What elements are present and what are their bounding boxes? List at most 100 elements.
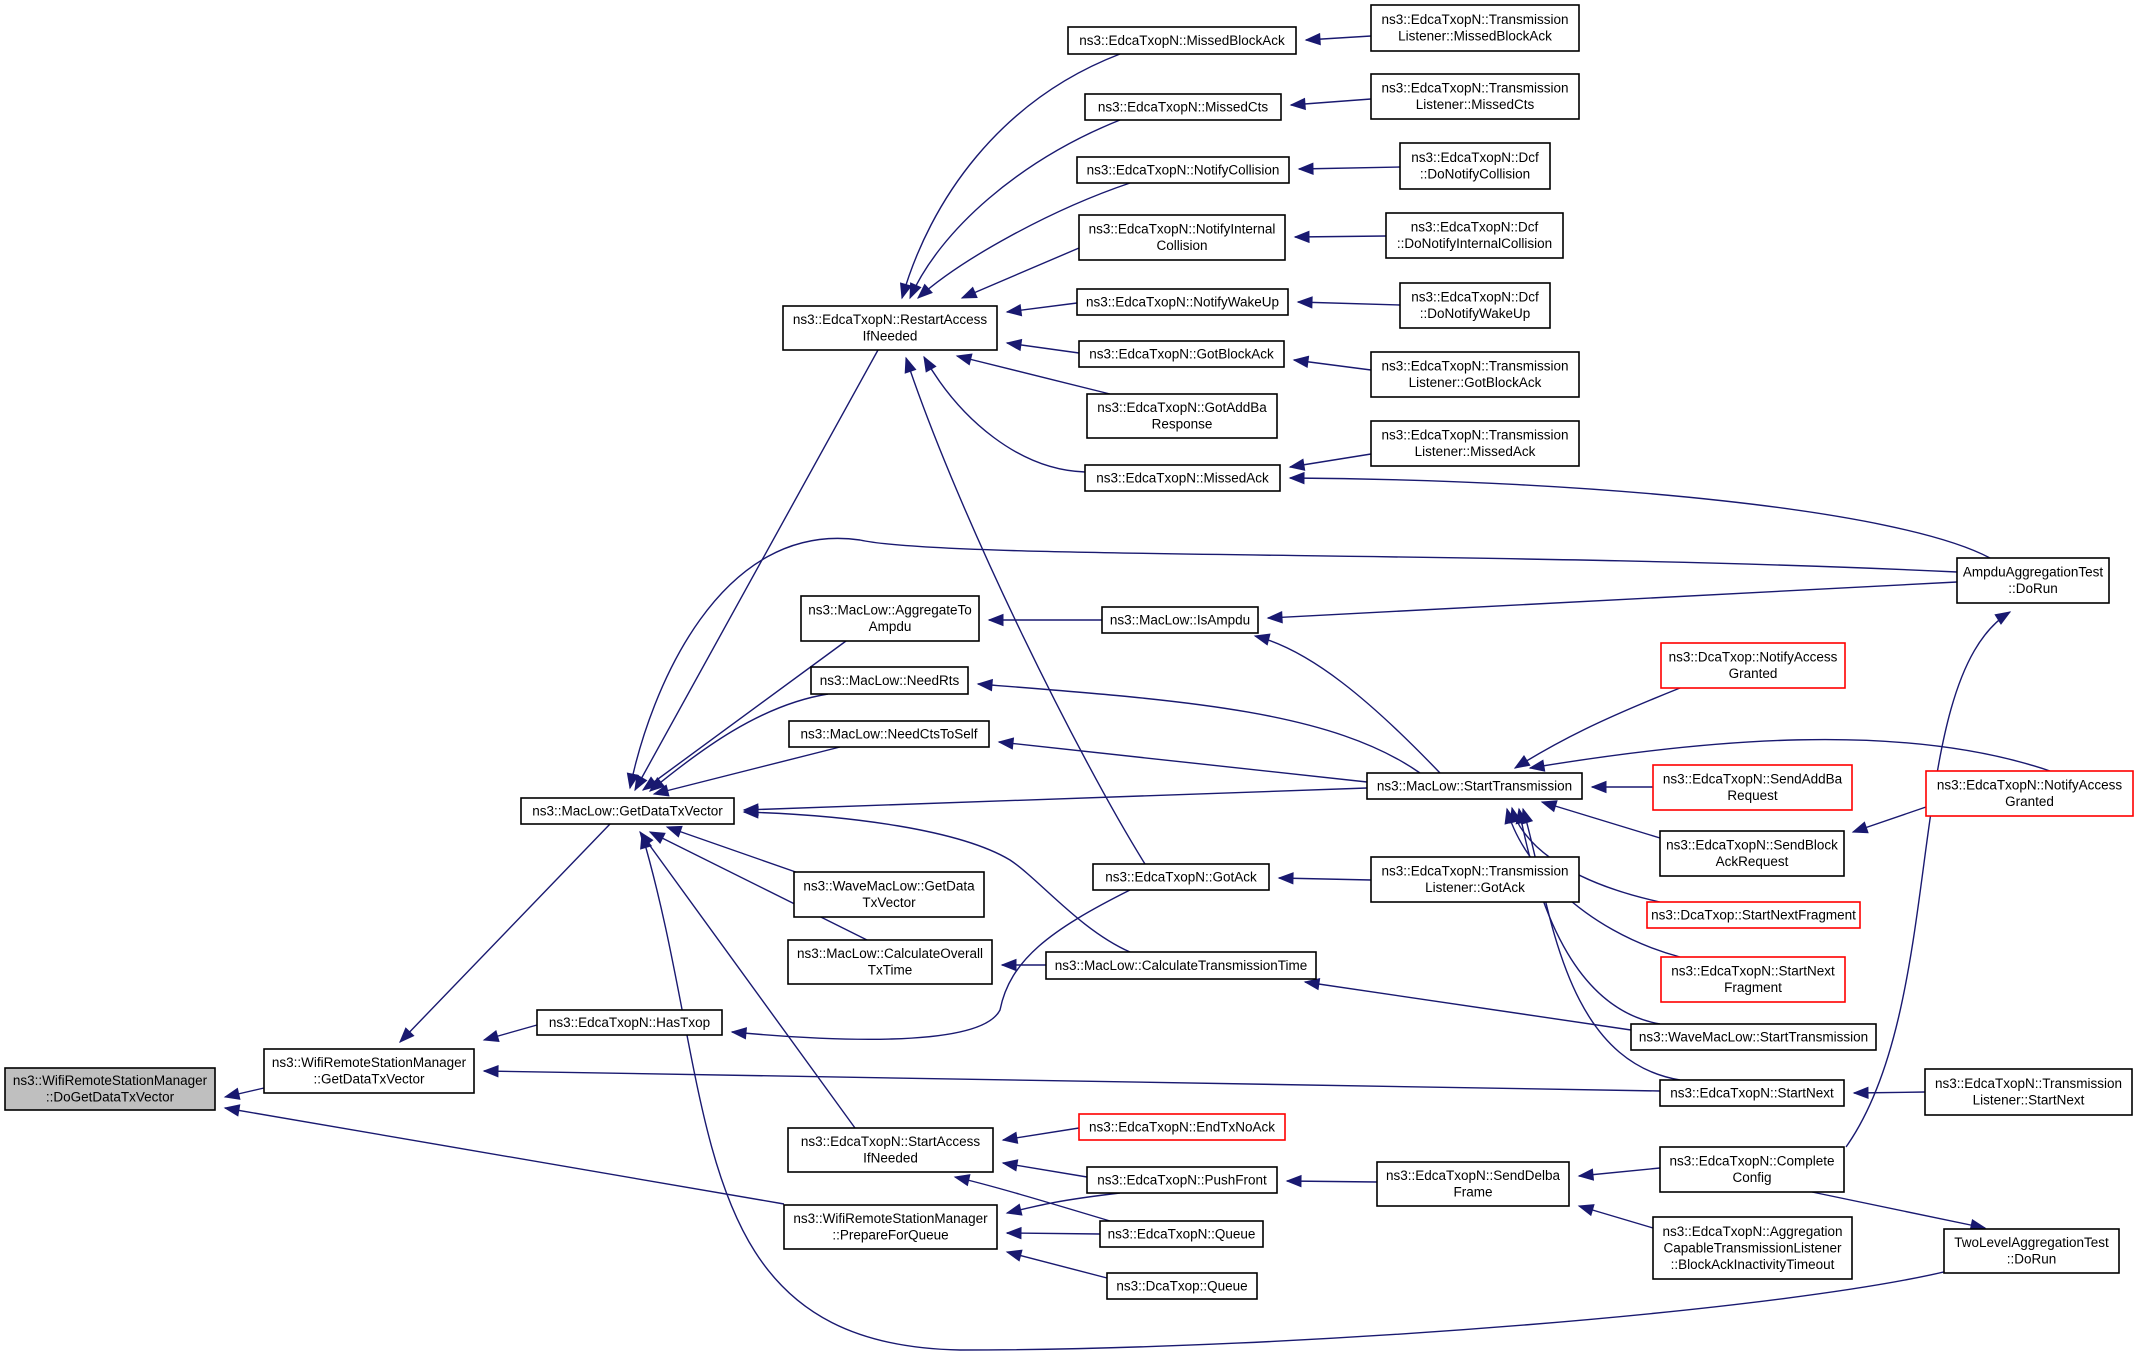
node-startTransmission[interactable]: ns3::MacLow::StartTransmission: [1366, 772, 1583, 800]
node-tlGotBlockAck[interactable]: ns3::EdcaTxopN::TransmissionListener::Go…: [1370, 351, 1580, 398]
node-label-line: Granted: [1729, 666, 1778, 681]
node-box: [1659, 1146, 1845, 1193]
node-box: [1086, 393, 1278, 439]
node-label-line: Granted: [2005, 794, 2054, 809]
node-root[interactable]: ns3::WifiRemoteStationManager::DoGetData…: [4, 1067, 216, 1111]
node-dcfDoNotifyWakeUp[interactable]: ns3::EdcaTxopN::Dcf::DoNotifyWakeUp: [1399, 282, 1551, 329]
node-missedAck[interactable]: ns3::EdcaTxopN::MissedAck: [1084, 464, 1281, 492]
arrowhead: [648, 776, 666, 792]
node-label-line: ns3::EdcaTxopN::NotifyWakeUp: [1086, 294, 1279, 309]
edge-waveGetData-to-macLowGetDataTxVector: [665, 825, 811, 878]
node-dcaQueue[interactable]: ns3::DcaTxop::Queue: [1106, 1272, 1258, 1300]
node-missedBlockAck[interactable]: ns3::EdcaTxopN::MissedBlockAck: [1067, 26, 1297, 55]
node-getDataTxVectorMgr[interactable]: ns3::WifiRemoteStationManager::GetDataTx…: [263, 1048, 475, 1094]
node-needRts[interactable]: ns3::MacLow::NeedRts: [810, 666, 969, 695]
node-edcaQueue[interactable]: ns3::EdcaTxopN::Queue: [1099, 1220, 1264, 1248]
node-pushFront[interactable]: ns3::EdcaTxopN::PushFront: [1086, 1166, 1278, 1194]
node-label-line: ns3::EdcaTxopN::Aggregation: [1662, 1224, 1842, 1239]
node-label-line: ::GetDataTxVector: [313, 1072, 425, 1087]
node-ampduTest[interactable]: AmpduAggregationTest::DoRun: [1956, 557, 2110, 604]
node-box: [1370, 351, 1580, 398]
node-label-line: AmpduAggregationTest: [1963, 565, 2104, 580]
node-label-line: TxVector: [862, 895, 916, 910]
node-tlGotAck[interactable]: ns3::EdcaTxopN::TransmissionListener::Go…: [1370, 856, 1580, 903]
node-edcaStartNextFrag[interactable]: ns3::EdcaTxopN::StartNextFragment: [1660, 956, 1846, 1003]
node-tlMissedBlockAck[interactable]: ns3::EdcaTxopN::TransmissionListener::Mi…: [1370, 4, 1580, 52]
edge-line: [1514, 687, 1681, 769]
edge-line: [1811, 1191, 1986, 1229]
edge-line: [1298, 166, 1401, 170]
edge-waveStartTrans-to-calcTransTime: [1303, 977, 1632, 1031]
node-gotBlockAck[interactable]: ns3::EdcaTxopN::GotBlockAck: [1078, 340, 1285, 368]
node-label-line: ns3::EdcaTxopN::Transmission: [1935, 1076, 2122, 1091]
node-label-line: ns3::EdcaTxopN::StartNext: [1670, 1085, 1834, 1100]
node-label-line: ns3::EdcaTxopN::Dcf: [1411, 290, 1539, 305]
node-notifyCollision[interactable]: ns3::EdcaTxopN::NotifyCollision: [1076, 156, 1290, 184]
arrowhead: [1000, 958, 1017, 972]
node-tlStartNext[interactable]: ns3::EdcaTxopN::TransmissionListener::St…: [1924, 1068, 2133, 1116]
node-hasTxop[interactable]: ns3::EdcaTxopN::HasTxop: [536, 1009, 723, 1036]
node-dcfDoNotifyCollision[interactable]: ns3::EdcaTxopN::Dcf::DoNotifyCollision: [1399, 142, 1551, 190]
edge-line: [653, 746, 841, 795]
node-dcaStartNextFrag[interactable]: ns3::DcaTxop::StartNextFragment: [1646, 901, 1861, 929]
node-gotAck[interactable]: ns3::EdcaTxopN::GotAck: [1092, 863, 1270, 891]
node-prepareForQueue[interactable]: ns3::WifiRemoteStationManager::PrepareFo…: [783, 1204, 998, 1250]
edge-line: [399, 823, 611, 1043]
node-tlMissedAck[interactable]: ns3::EdcaTxopN::TransmissionListener::Mi…: [1370, 420, 1580, 467]
node-endTxNoAck[interactable]: ns3::EdcaTxopN::EndTxNoAck: [1078, 1113, 1286, 1141]
edge-prepareForQueue-to-root: [223, 1104, 785, 1205]
node-isAmpdu[interactable]: ns3::MacLow::IsAmpdu: [1101, 606, 1259, 634]
node-label-line: IfNeeded: [863, 1151, 918, 1166]
node-box: [1652, 1216, 1853, 1280]
node-needCtsToSelf[interactable]: ns3::MacLow::NeedCtsToSelf: [788, 720, 990, 748]
node-box: [1370, 420, 1580, 467]
node-notifyInternalCollision[interactable]: ns3::EdcaTxopN::NotifyInternalCollision: [1078, 214, 1286, 261]
node-blockAckInactivity[interactable]: ns3::EdcaTxopN::AggregationCapableTransm…: [1652, 1216, 1853, 1280]
edge-calcTransTime-to-calcOverall: [1000, 958, 1046, 972]
node-startNext[interactable]: ns3::EdcaTxopN::StartNext: [1659, 1079, 1845, 1107]
arrowhead: [987, 613, 1004, 627]
arrowhead: [399, 1027, 415, 1043]
node-label-line: Collision: [1156, 238, 1207, 253]
edge-line: [977, 683, 1421, 774]
arrowhead: [482, 1065, 499, 1078]
node-missedCts[interactable]: ns3::EdcaTxopN::MissedCts: [1084, 93, 1282, 121]
node-label-line: Request: [1727, 788, 1778, 803]
arrowhead: [626, 772, 640, 790]
edge-line: [956, 355, 1111, 395]
arrowhead: [1521, 807, 1534, 825]
node-waveGetData[interactable]: ns3::WaveMacLow::GetDataTxVector: [793, 871, 985, 918]
node-twoLevelTest[interactable]: TwoLevelAggregationTest::DoRun: [1943, 1228, 2120, 1274]
node-calcTransTime[interactable]: ns3::MacLow::CalculateTransmissionTime: [1045, 951, 1317, 980]
node-tlMissedCts[interactable]: ns3::EdcaTxopN::TransmissionListener::Mi…: [1370, 73, 1580, 120]
node-label-line: ns3::WifiRemoteStationManager: [793, 1211, 988, 1226]
node-label-line: ::PrepareForQueue: [832, 1228, 948, 1243]
node-label-line: Fragment: [1724, 980, 1782, 995]
node-label-line: ns3::WaveMacLow::StartTransmission: [1639, 1029, 1868, 1044]
node-box: [1925, 770, 2134, 817]
edge-line: [901, 53, 1121, 299]
node-box: [1067, 26, 1297, 55]
edge-gotBlockAck-to-restartAccess: [1005, 338, 1080, 354]
node-waveStartTrans[interactable]: ns3::WaveMacLow::StartTransmission: [1630, 1023, 1877, 1051]
edge-line: [1289, 477, 1991, 559]
node-notifyWakeUp[interactable]: ns3::EdcaTxopN::NotifyWakeUp: [1076, 288, 1289, 316]
node-macLowGetDataTxVector[interactable]: ns3::MacLow::GetDataTxVector: [520, 797, 735, 825]
node-box: [1376, 1161, 1570, 1207]
arrowhead: [1590, 780, 1607, 794]
node-box: [1370, 4, 1580, 52]
edge-line: [1278, 877, 1372, 881]
node-box: [793, 871, 985, 918]
node-dcfDoNotifyInternal[interactable]: ns3::EdcaTxopN::Dcf::DoNotifyInternalCol…: [1385, 212, 1564, 259]
